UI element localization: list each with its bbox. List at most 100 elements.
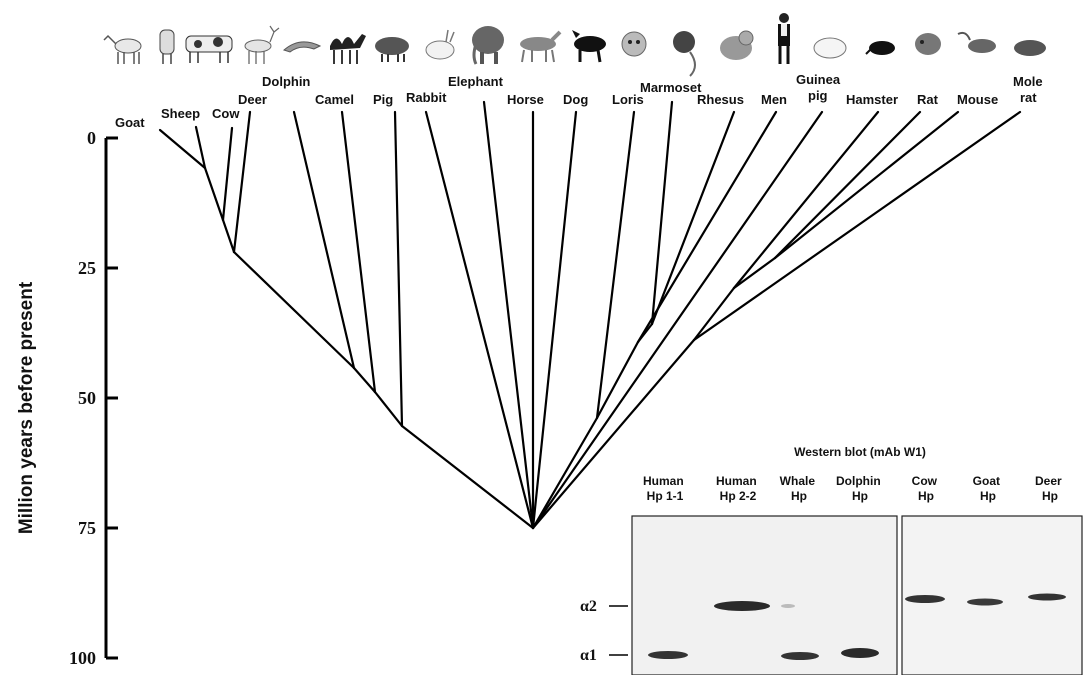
lane-label-whale-hp: Whale Hp (780, 474, 819, 503)
mouse-icon (957, 31, 996, 53)
branch-cetartiodactyla (373, 390, 404, 428)
lane-label-human-hp11-line2: Hp 1-1 (647, 489, 684, 503)
lane-label-deer-hp: Deer Hp (1035, 474, 1065, 503)
lane-label-human-hp11: Human Hp 1-1 (643, 474, 687, 503)
western-blot: Western blot (mAb W1) Human Hp 1-1 Human… (580, 445, 1083, 675)
taxon-label-hamster: Hamster (846, 92, 898, 107)
branch-camel (340, 110, 377, 394)
branch-guinea-pig (531, 110, 824, 530)
mole-rat-icon (1014, 40, 1046, 56)
camel-icon (330, 34, 366, 64)
rhesus-icon (720, 30, 754, 60)
taxon-label-elephant: Elephant (448, 74, 504, 89)
lane-label-human-hp11-line1: Human (643, 474, 684, 488)
branch-men (636, 110, 778, 344)
taxon-label-sheep: Sheep (161, 106, 200, 121)
lane-label-cow-hp: Cow Hp (912, 474, 941, 503)
taxon-label-horse: Horse (507, 92, 544, 107)
branch-goat (158, 128, 207, 170)
axis-tick-label-0: 0 (87, 128, 96, 148)
branch-catarrhines (650, 110, 736, 326)
lane-label-deer-hp-line2: Hp (1042, 489, 1058, 503)
marker-label-alpha2: α2 (580, 598, 597, 615)
branch-muroid-stem (692, 286, 736, 342)
band-human-hp22-alpha2 (714, 601, 770, 611)
rabbit-icon (425, 29, 455, 60)
lane-label-human-hp22-line1: Human (716, 474, 757, 488)
lane-label-dolphin-hp-line2: Hp (852, 489, 868, 503)
branch-laurasiatheria-left (400, 424, 535, 530)
lane-label-deer-hp-line1: Deer (1035, 474, 1062, 488)
taxon-label-men: Men (761, 92, 787, 107)
branch-dog (531, 110, 578, 530)
branch-ruminants (232, 250, 356, 370)
branch-anthropoids (595, 340, 640, 420)
taxon-labels: Goat Sheep Cow Deer Dolphin Camel Pig Ra… (115, 72, 1043, 130)
taxon-label-mole-rat-line2: rat (1020, 90, 1037, 105)
branch-cetruminants (352, 366, 377, 394)
time-axis: 0 25 50 75 100 Million years before pres… (16, 128, 118, 668)
lane-label-goat-hp-line2: Hp (980, 489, 996, 503)
taxon-label-marmoset: Marmoset (640, 80, 702, 95)
branch-rodents-root (531, 338, 696, 530)
lane-label-cow-hp-line2: Hp (918, 489, 934, 503)
branch-rat (773, 110, 922, 260)
branch-mole-rat (692, 110, 1022, 342)
phylogenetic-tree (158, 100, 1022, 530)
taxon-label-dolphin: Dolphin (262, 74, 310, 89)
taxon-label-mole-rat-text: Mole (1013, 74, 1043, 89)
axis-tick-label-50: 50 (78, 388, 96, 408)
loris-icon (621, 31, 647, 57)
axis-tick-label-75: 75 (78, 518, 96, 538)
band-whale-alpha2-faint (781, 604, 795, 608)
deer-icon (244, 25, 280, 64)
branch-bovinae (221, 218, 236, 254)
branch-murine-stem (732, 256, 777, 290)
taxon-label-guinea-pig-line2: pig (808, 88, 828, 103)
rat-icon (915, 33, 941, 55)
branch-loris (595, 110, 636, 420)
branch-pig (393, 110, 404, 428)
axis-title: Million years before present (16, 281, 37, 534)
branch-primates-root (531, 416, 599, 530)
band-dolphin-alpha1 (841, 648, 879, 658)
taxon-label-deer: Deer (238, 92, 267, 107)
dolphin-icon (283, 41, 322, 53)
dog-icon (572, 30, 606, 63)
lane-label-human-hp22-line2: Hp 2-2 (720, 489, 757, 503)
taxon-label-loris: Loris (612, 92, 644, 107)
taxon-label-camel: Camel (315, 92, 354, 107)
taxon-label-rat: Rat (917, 92, 939, 107)
sheep-icon (159, 29, 175, 64)
taxon-label-pig: Pig (373, 92, 393, 107)
taxon-label-cow: Cow (212, 106, 240, 121)
lane-label-goat-hp-line1: Goat (973, 474, 1000, 488)
band-goat (967, 598, 1003, 606)
lane-label-dolphin-hp: Dolphin Hp (836, 474, 884, 503)
marker-label-alpha1: α1 (580, 647, 597, 664)
man-icon (778, 13, 790, 64)
branch-deer (232, 110, 252, 254)
branch-marmoset (650, 100, 674, 326)
branch-sheep (194, 125, 207, 170)
guinea-pig-icon (813, 37, 847, 59)
hamster-icon (865, 41, 895, 55)
lane-label-dolphin-hp-line1: Dolphin (836, 474, 881, 488)
pig-icon (375, 37, 409, 62)
branch-dolphin (292, 110, 356, 370)
taxon-label-rhesus: Rhesus (697, 92, 744, 107)
animal-icon-strip (103, 13, 1046, 77)
blot-title: Western blot (mAb W1) (794, 445, 926, 459)
lane-label-goat-hp: Goat Hp (973, 474, 1004, 503)
branch-elephant (482, 100, 535, 530)
taxon-label-rabbit: Rabbit (406, 90, 447, 105)
lane-label-human-hp22: Human Hp 2-2 (716, 474, 760, 503)
horse-icon (520, 30, 562, 63)
goat-icon (103, 34, 142, 64)
band-whale-alpha1 (781, 652, 819, 660)
band-deer (1028, 593, 1066, 601)
axis-tick-label-100: 100 (69, 648, 96, 668)
band-human-hp11-alpha1 (648, 651, 688, 659)
branch-cow (221, 126, 234, 222)
taxon-label-goat: Goat (115, 115, 145, 130)
